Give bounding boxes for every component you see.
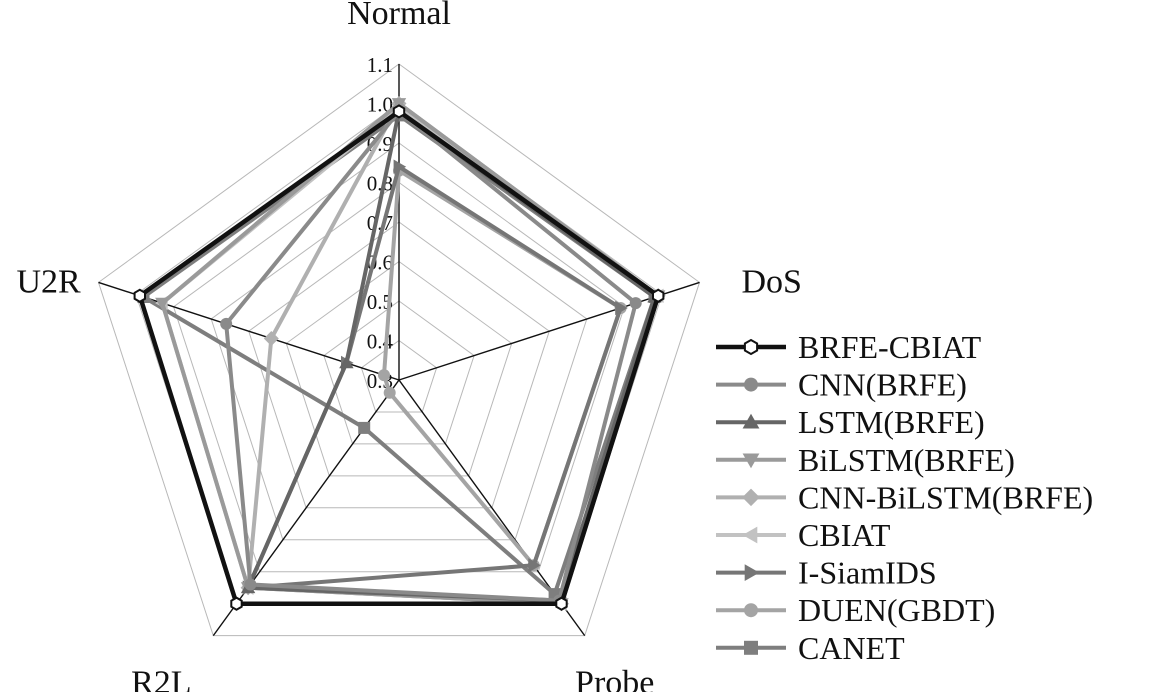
legend-marker-duen-gbdt bbox=[744, 603, 758, 618]
data-point-brfe-cbiat-dos bbox=[652, 288, 665, 303]
legend-marker-cnn-bilstm-brfe bbox=[742, 488, 760, 507]
data-point-brfe-cbiat-r2l bbox=[230, 596, 243, 611]
legend-label-lstm-brfe: LSTM(BRFE) bbox=[798, 404, 985, 440]
data-point-bilstm-brfe-u2r bbox=[155, 297, 170, 311]
axis-label-r2l: R2L bbox=[131, 665, 191, 692]
grid-ring-5 bbox=[210, 181, 588, 541]
data-point-cnn-brfe-dos bbox=[629, 297, 642, 310]
legend-label-duen-gbdt: DUEN(GBDT) bbox=[798, 592, 995, 628]
tick-label: 0.4 bbox=[367, 330, 394, 354]
grid-ring-4 bbox=[248, 221, 550, 509]
data-point-cnn-bilstm-brfe-u2r bbox=[263, 331, 279, 346]
legend-label-bilstm-brfe: BiLSTM(BRFE) bbox=[798, 442, 1015, 478]
legend-marker-brfe-cbiat bbox=[743, 338, 759, 356]
data-point-canet-r2l bbox=[358, 421, 371, 434]
axis-label-dos: DoS bbox=[742, 263, 802, 300]
tick-label: 0.8 bbox=[367, 172, 393, 196]
axis-label-probe: Probe bbox=[575, 665, 654, 692]
legend-label-cnn-brfe: CNN(BRFE) bbox=[798, 367, 967, 403]
legend-marker-lstm-brfe bbox=[742, 413, 760, 429]
data-point-i-siamids-normal bbox=[393, 159, 407, 174]
grid-ring-3 bbox=[285, 260, 513, 477]
legend-marker-i-siamids bbox=[744, 564, 760, 581]
legend-label-canet: CANET bbox=[798, 630, 905, 666]
legend-label-cnn-bilstm-brfe: CNN-BiLSTM(BRFE) bbox=[798, 479, 1093, 515]
data-point-i-siamids-probe bbox=[528, 558, 541, 573]
grid-ring-1 bbox=[360, 339, 438, 413]
series-line-brfe-cbiat bbox=[137, 109, 661, 606]
data-point-brfe-cbiat-normal bbox=[392, 104, 406, 119]
data-point-duen-gbdt-r2l bbox=[383, 386, 396, 399]
legend-marker-bilstm-brfe bbox=[742, 453, 760, 469]
legend-label-brfe-cbiat: BRFE-CBIAT bbox=[798, 329, 982, 365]
axis-label-u2r: U2R bbox=[17, 263, 82, 300]
axis-label-normal: Normal bbox=[347, 0, 451, 32]
legend-marker-cnn-brfe bbox=[744, 377, 758, 392]
series-line-cnn-brfe bbox=[224, 109, 638, 603]
legend-marker-canet bbox=[744, 640, 758, 655]
tick-label: 1.1 bbox=[367, 53, 393, 77]
legend-label-i-siamids: I-SiamIDS bbox=[798, 555, 937, 591]
grid-ring-8 bbox=[97, 63, 701, 637]
grid-ring-2 bbox=[323, 300, 475, 445]
grid-ring-6 bbox=[173, 142, 625, 573]
data-point-i-siamids-dos bbox=[615, 300, 628, 316]
data-point-lstm-brfe-u2r bbox=[339, 355, 354, 369]
data-point-cnn-brfe-u2r bbox=[220, 317, 233, 330]
legend-marker-cbiat bbox=[742, 526, 758, 544]
legend-label-cbiat: CBIAT bbox=[798, 517, 891, 553]
data-point-brfe-cbiat-probe bbox=[555, 596, 568, 611]
data-point-duen-gbdt-u2r bbox=[378, 369, 390, 382]
series-line-lstm-brfe bbox=[246, 109, 657, 603]
data-point-brfe-cbiat-u2r bbox=[133, 288, 146, 303]
data-point-cnn-brfe-r2l bbox=[244, 578, 257, 591]
